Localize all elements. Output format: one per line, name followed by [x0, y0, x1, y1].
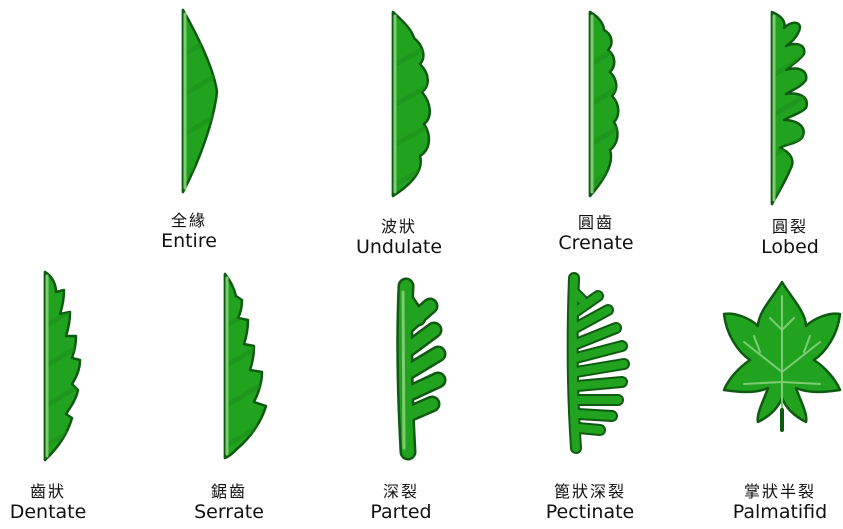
label-en: Undulate — [339, 236, 459, 258]
leaf-palmatifid — [724, 282, 840, 430]
leaf-dentate — [38, 272, 90, 460]
label-zh: 篦狀深裂 — [530, 483, 650, 501]
caption-entire: 全緣 Entire — [129, 212, 249, 252]
leaf-serrate — [218, 274, 270, 458]
label-zh: 齒狀 — [0, 483, 108, 501]
caption-pectinate: 篦狀深裂 Pectinate — [530, 483, 650, 523]
leaf-entire — [175, 10, 225, 192]
caption-lobed: 圓裂 Lobed — [730, 218, 843, 258]
label-en: Lobed — [730, 236, 843, 258]
label-zh: 鋸齒 — [169, 483, 289, 501]
leaf-parted — [403, 286, 438, 452]
leaf-pectinate — [573, 278, 624, 448]
caption-crenate: 圓齒 Crenate — [536, 214, 656, 254]
label-zh: 波狀 — [339, 218, 459, 236]
label-en: Entire — [129, 230, 249, 252]
label-zh: 圓裂 — [730, 218, 843, 236]
label-en: Serrate — [169, 501, 289, 523]
label-zh: 圓齒 — [536, 214, 656, 232]
caption-palmatifid: 掌狀半裂 Palmatifid — [720, 483, 840, 523]
label-zh: 掌狀半裂 — [720, 483, 840, 501]
caption-parted: 深裂 Parted — [341, 483, 461, 523]
label-en: Palmatifid — [720, 501, 840, 523]
caption-undulate: 波狀 Undulate — [339, 218, 459, 258]
label-en: Parted — [341, 501, 461, 523]
label-en: Crenate — [536, 232, 656, 254]
label-en: Dentate — [0, 501, 108, 523]
leaf-undulate — [385, 12, 440, 196]
label-zh: 全緣 — [129, 212, 249, 230]
leaf-crenate — [582, 12, 630, 196]
leaf-lobed — [765, 12, 815, 204]
caption-dentate: 齒狀 Dentate — [0, 483, 108, 523]
label-en: Pectinate — [530, 501, 650, 523]
caption-serrate: 鋸齒 Serrate — [169, 483, 289, 523]
label-zh: 深裂 — [341, 483, 461, 501]
